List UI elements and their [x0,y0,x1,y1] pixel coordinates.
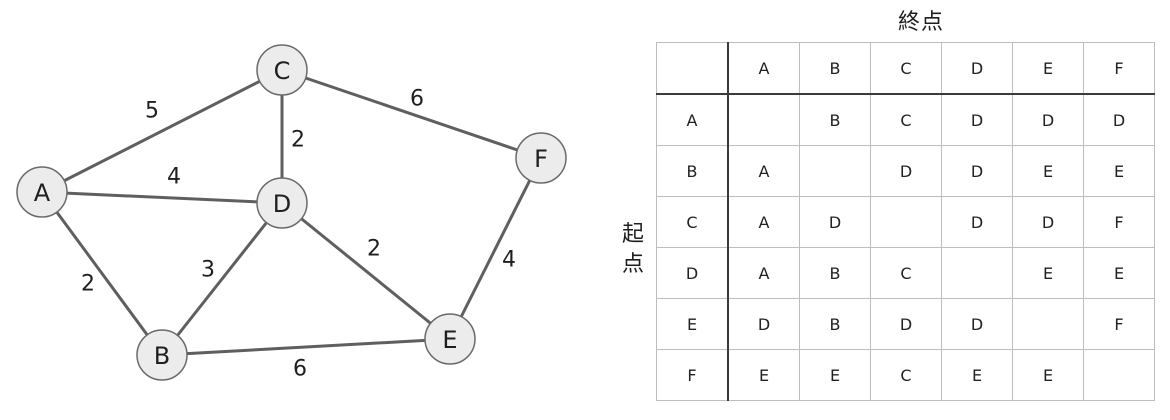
table-cell: A [727,196,800,248]
table-cell: B [799,247,871,299]
edge-weight-label: 3 [201,258,215,283]
column-header: F [1083,42,1155,95]
edge-weight-label: 4 [502,248,516,273]
table-cell: D [870,145,942,197]
edge-a-b [40,191,164,356]
node-circle [515,132,567,184]
table-cell: A [727,145,800,197]
node-circle [136,329,188,381]
edge-d-e [281,201,451,341]
node-label: F [534,145,548,173]
edge-weight-label: 6 [410,87,424,112]
table-cell [870,196,942,248]
table-cell: D [727,298,800,350]
column-header: C [870,42,942,95]
table-cell: D [870,298,942,350]
table-cell: E [727,349,800,401]
corner-cell [656,42,729,95]
node-c: C [256,44,308,96]
table-cell: D [941,145,1013,197]
table-cell: D [799,196,871,248]
node-label: C [274,57,291,85]
row-header: F [656,349,729,401]
node-e: E [424,313,476,365]
table-cell: C [870,93,942,146]
table-cell: D [1012,196,1084,248]
table-cell: D [1012,93,1084,146]
table-cell: E [1012,247,1084,299]
table-cell: E [1012,145,1084,197]
edge-weight-label: 5 [145,99,159,124]
node-circle [424,313,476,365]
table-cell: D [1083,93,1155,146]
column-axis-label: 終点 [898,10,945,35]
node-label: A [34,179,51,207]
node-label: B [154,342,170,370]
table-cell: E [799,349,871,401]
edge-a-c [41,68,283,194]
row-header: E [656,298,729,350]
edge-b-e [161,337,451,357]
column-header: D [941,42,1013,95]
node-d: D [256,177,308,229]
edge-f-e [448,157,543,340]
row-header: A [656,93,729,146]
edge-weight-label: 2 [367,237,381,262]
table-cell: E [941,349,1013,401]
column-header: B [799,42,871,95]
table-cell: C [870,247,942,299]
node-a: A [16,166,68,218]
table-cell [727,93,800,146]
row-header: D [656,247,729,299]
edge-c-f [281,68,542,160]
table-cell: A [727,247,800,299]
node-b: B [136,329,188,381]
table-cell: D [941,298,1013,350]
table-cell: E [1083,145,1155,197]
table-cell [799,145,871,197]
table-cell [941,247,1013,299]
node-circle [16,166,68,218]
table-cell: C [870,349,942,401]
row-header: C [656,196,729,248]
column-header: A [727,42,800,95]
edge-d-b [160,202,284,356]
edge-weight-label: 6 [293,357,307,382]
table-cell: D [941,93,1013,146]
table-cell: F [1083,196,1155,248]
table-cell: B [799,93,871,146]
node-circle [256,44,308,96]
table-cell: B [799,298,871,350]
column-header: E [1012,42,1084,95]
node-circle [256,177,308,229]
table-cell [1083,349,1155,401]
node-label: E [442,326,457,354]
edge-weight-label: 4 [167,165,181,190]
edge-a-d [41,190,283,205]
table-cell: E [1012,349,1084,401]
edge-weight-label: 2 [291,128,305,153]
table-cell: E [1083,247,1155,299]
table-cell: F [1083,298,1155,350]
table-cell [1012,298,1084,350]
table-cell: D [941,196,1013,248]
row-axis-label: 起点 [621,222,644,277]
edge-weight-label: 2 [81,272,95,297]
node-label: D [273,190,291,218]
row-header: B [656,145,729,197]
node-f: F [515,132,567,184]
